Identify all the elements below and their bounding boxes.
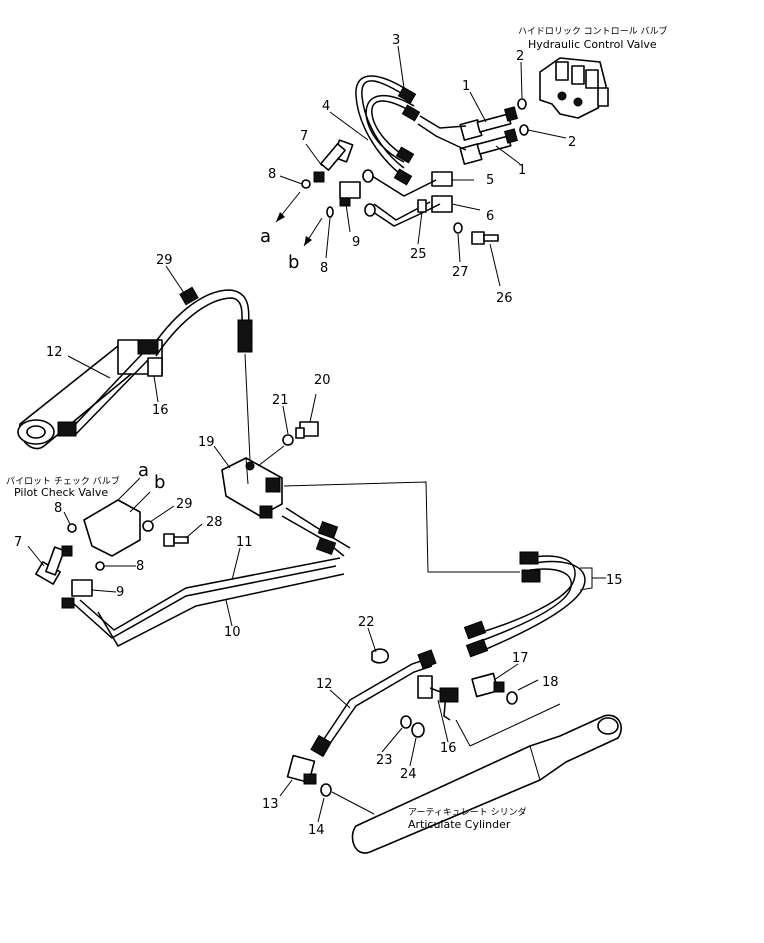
clamp-16-upper: [147, 357, 163, 377]
callout-1-lower: 1: [518, 163, 526, 178]
elbow-fitting-9-top: [339, 181, 361, 207]
o-ring-2-lower: [519, 124, 529, 136]
callout-22: 22: [358, 615, 375, 630]
bolt-20: [295, 421, 319, 439]
callout-27: 27: [452, 265, 469, 280]
washer-21: [282, 434, 294, 446]
nut-24: [411, 722, 425, 738]
callout-2-lower: 2: [568, 135, 576, 150]
elbow-fitting-9-left: [61, 579, 93, 609]
callout-25: 25: [410, 247, 427, 262]
callout-8-mid: 8: [320, 261, 328, 276]
articulate-cylinder: [351, 703, 622, 854]
connector-b-top: b: [288, 252, 299, 273]
callout-9-left: 9: [116, 585, 124, 600]
o-ring-8-left-lower: [95, 561, 105, 571]
tee-fitting-7-left: [35, 545, 73, 585]
hydraulic-control-valve: [539, 57, 609, 119]
washer-23: [400, 715, 412, 729]
clamp-22: [371, 648, 390, 664]
callout-21: 21: [272, 393, 289, 408]
callout-19: 19: [198, 435, 215, 450]
elbow-fitting-13: [286, 754, 317, 785]
connector-b-left: b: [154, 472, 165, 493]
bolt-26: [471, 231, 499, 245]
elbow-fitting-1-lower: [459, 128, 518, 165]
washer-27: [453, 222, 463, 234]
hose-fittings-3-4: [393, 86, 421, 186]
callout-8-left: 8: [54, 501, 62, 516]
o-ring-8-top: [301, 179, 311, 189]
callout-16-lower: 16: [440, 741, 457, 756]
cylinder-caption-en: Articulate Cylinder: [408, 818, 511, 831]
o-ring-2-upper: [517, 98, 527, 110]
pilot-check-valve-block: [221, 457, 283, 519]
callout-7-top: 7: [300, 129, 308, 144]
o-ring-8-mid: [326, 206, 334, 218]
o-ring-29-mid: [142, 520, 154, 532]
callout-9-top: 9: [352, 235, 360, 250]
callout-numbers: 1 1 2 2 3 4 5 6 7 8 9 8 25 27 26 a b 29 …: [14, 33, 623, 838]
control-valve-caption-jp: ハイドロリック コントロール バルブ: [518, 25, 668, 37]
pilot-valve-caption-jp: パイロット チェック バルブ: [6, 475, 120, 487]
callout-24: 24: [400, 767, 417, 782]
control-valve-caption-en: Hydraulic Control Valve: [528, 38, 657, 51]
callout-8-top: 8: [268, 167, 276, 182]
callout-11: 11: [236, 535, 253, 550]
clamp-25: [417, 199, 427, 213]
callout-3: 3: [392, 33, 400, 48]
fitting-5: [431, 171, 453, 187]
callout-20: 20: [314, 373, 331, 388]
callout-28: 28: [206, 515, 223, 530]
callout-1-upper: 1: [462, 79, 470, 94]
callout-29-top: 29: [156, 253, 173, 268]
o-ring-14: [320, 783, 332, 797]
callout-5: 5: [486, 173, 494, 188]
callout-26: 26: [496, 291, 513, 306]
callout-15: 15: [606, 573, 623, 588]
fitting-6: [431, 195, 453, 213]
o-ring-8-left: [67, 523, 77, 533]
elbow-fitting-17: [471, 672, 505, 698]
callout-7-left: 7: [14, 535, 22, 550]
pilot-valve-caption-en: Pilot Check Valve: [14, 486, 108, 499]
clamp-16-lower: [417, 675, 433, 699]
bolt-28: [163, 533, 189, 547]
leader-lines: [27, 45, 567, 823]
callout-6: 6: [486, 209, 494, 224]
callout-12-upper: 12: [46, 345, 63, 360]
callout-4: 4: [322, 99, 330, 114]
callout-16-upper: 16: [152, 403, 169, 418]
connector-a-left: a: [138, 460, 149, 481]
callout-29-mid: 29: [176, 497, 193, 512]
callout-14: 14: [308, 823, 325, 838]
callout-2-upper: 2: [516, 49, 524, 64]
elbow-fitting-1-upper: [459, 106, 518, 141]
callout-12-lower: 12: [316, 677, 333, 692]
callout-23: 23: [376, 753, 393, 768]
callout-13: 13: [262, 797, 279, 812]
steering-cylinder-upper: [17, 339, 163, 450]
connector-a-top: a: [260, 226, 271, 247]
callout-10: 10: [224, 625, 241, 640]
callout-17: 17: [512, 651, 529, 666]
tee-fitting-7-top: [313, 139, 354, 183]
callout-18: 18: [542, 675, 559, 690]
cylinder-caption-jp: アーティキュレート シリンダ: [408, 806, 527, 818]
o-ring-18: [506, 691, 518, 705]
pilot-check-cover-plate: [83, 499, 141, 557]
callout-8-left-lower: 8: [136, 559, 144, 574]
